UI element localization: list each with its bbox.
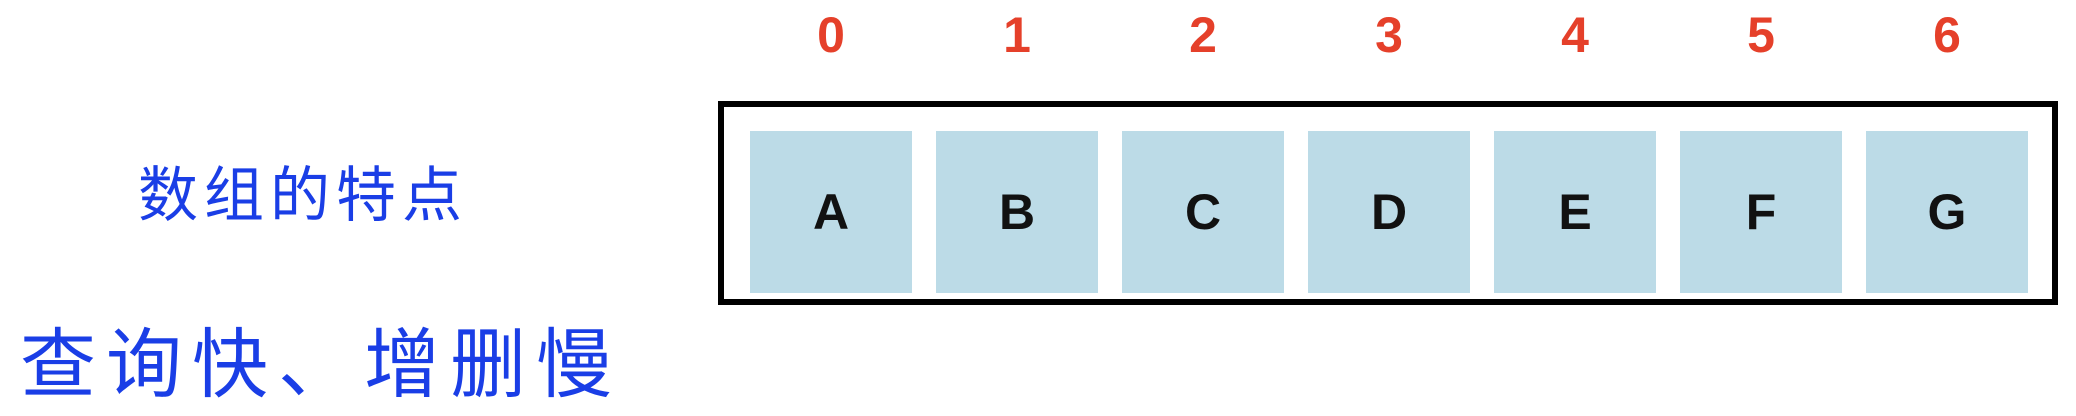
diagram-subtitle: 查询快、增删慢 <box>20 320 622 409</box>
index-row: 0 1 2 3 4 5 6 <box>750 0 2050 70</box>
array-cell: G <box>1866 131 2028 293</box>
index-label: 4 <box>1561 7 1589 63</box>
index-label: 5 <box>1747 7 1775 63</box>
index-label: 0 <box>817 7 845 63</box>
array-container: A B C D E F G <box>718 101 2058 305</box>
index-label: 6 <box>1933 7 1961 63</box>
index-label: 3 <box>1375 7 1403 63</box>
array-cell: E <box>1494 131 1656 293</box>
index-label: 2 <box>1189 7 1217 63</box>
array-cell: B <box>936 131 1098 293</box>
index-label: 1 <box>1003 7 1031 63</box>
diagram-title: 数组的特点 <box>138 161 468 231</box>
array-cell: D <box>1308 131 1470 293</box>
array-cell: A <box>750 131 912 293</box>
array-cell: C <box>1122 131 1284 293</box>
array-cell: F <box>1680 131 1842 293</box>
